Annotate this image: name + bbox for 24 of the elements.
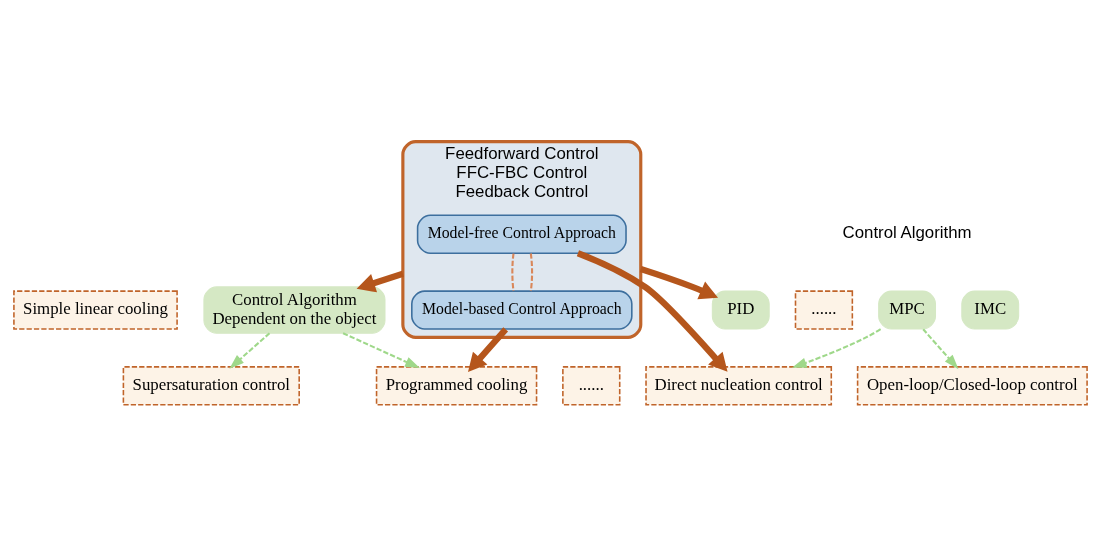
node-box: Control Algorithm Dependent on the object [203,286,386,334]
node-box: Model-free Control Approach [416,214,627,254]
arrow [791,328,882,368]
arrow [356,270,404,293]
node-box: IMC [961,290,1020,330]
node-box: Programmed cooling [375,366,538,406]
arrow [229,332,271,369]
node-box: MPC [878,290,937,330]
node-box: Open-loop/Closed-loop control [856,366,1088,406]
connector [529,253,534,292]
arrow [576,250,728,372]
node-box: Simple linear cooling [13,290,178,330]
node-box: ...... [794,290,854,330]
arrow [342,332,420,369]
node-box: Model-based Control Approach [411,290,633,330]
label: Control Algorithm [842,223,972,243]
arrow [468,327,509,372]
arrow [639,266,719,300]
connector [511,253,515,292]
node-box: ...... [562,366,621,406]
arrow [922,328,959,370]
node-box: Supersaturation control [122,366,300,406]
node-box: Direct nucleation control [645,366,833,406]
node-box: PID [711,290,770,330]
